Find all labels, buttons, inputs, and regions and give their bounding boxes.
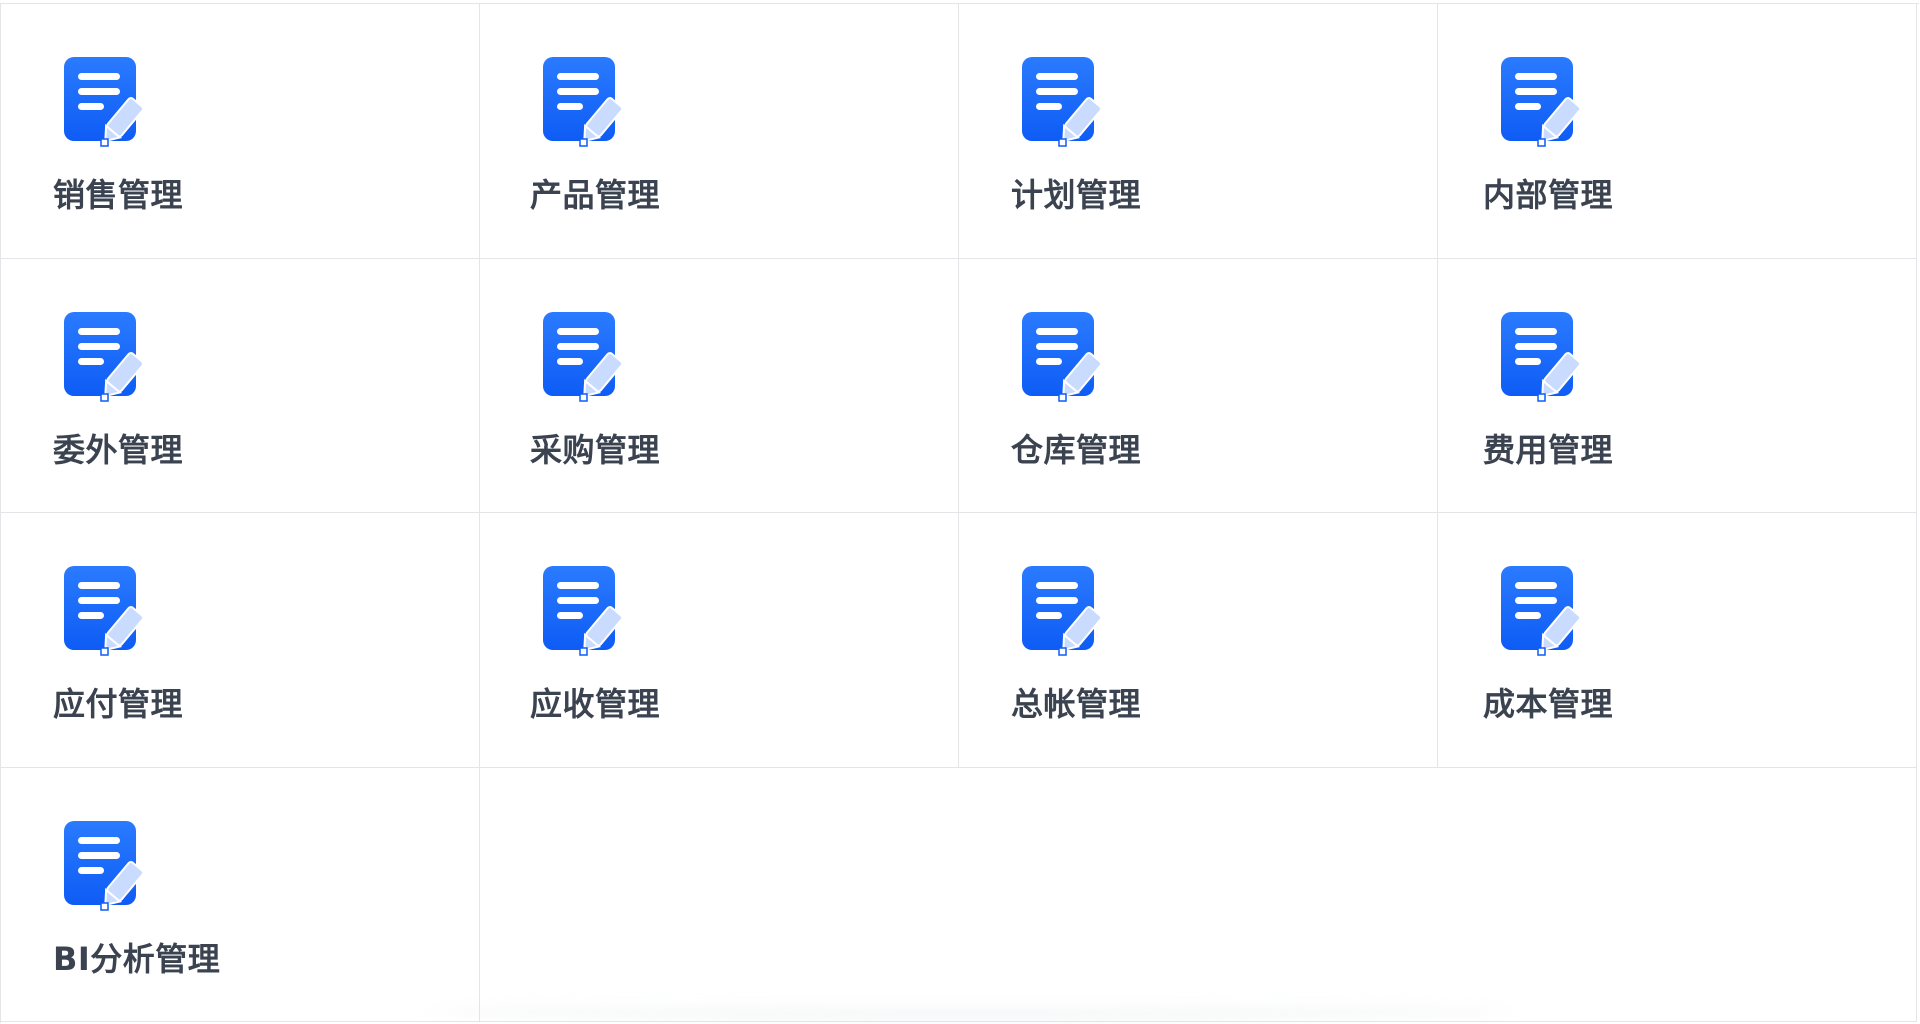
module-tile-payables[interactable]: 应付管理 xyxy=(1,513,480,768)
module-tile-cost[interactable]: 成本管理 xyxy=(1438,513,1917,768)
document-edit-icon xyxy=(1501,308,1581,404)
module-label: BI分析管理 xyxy=(53,940,221,978)
document-edit-icon xyxy=(543,562,623,658)
module-label: 内部管理 xyxy=(1483,176,1614,214)
empty-cell xyxy=(1438,768,1917,1022)
empty-cell xyxy=(480,768,959,1022)
module-label: 成本管理 xyxy=(1483,685,1614,723)
module-tile-general-ledger[interactable]: 总帐管理 xyxy=(959,513,1438,768)
module-label: 销售管理 xyxy=(53,176,184,214)
module-grid: 销售管理 产品管理 计划管理 内部管理 委外管理 采购管理 仓库管理 费用管 xyxy=(0,3,1919,1023)
module-tile-warehouse[interactable]: 仓库管理 xyxy=(959,259,1438,513)
module-tile-sales[interactable]: 销售管理 xyxy=(1,4,480,259)
module-label: 仓库管理 xyxy=(1011,431,1142,469)
document-edit-icon xyxy=(1022,308,1102,404)
module-tile-product[interactable]: 产品管理 xyxy=(480,4,959,259)
module-label: 产品管理 xyxy=(530,176,661,214)
document-edit-icon xyxy=(64,308,144,404)
module-tile-receivables[interactable]: 应收管理 xyxy=(480,513,959,768)
document-edit-icon xyxy=(1501,53,1581,149)
module-tile-outsourcing[interactable]: 委外管理 xyxy=(1,259,480,513)
document-edit-icon xyxy=(64,817,144,913)
document-edit-icon xyxy=(1022,562,1102,658)
module-tile-expense[interactable]: 费用管理 xyxy=(1438,259,1917,513)
document-edit-icon xyxy=(1022,53,1102,149)
document-edit-icon xyxy=(543,53,623,149)
module-label: 费用管理 xyxy=(1483,431,1614,469)
document-edit-icon xyxy=(64,562,144,658)
module-label: 总帐管理 xyxy=(1011,685,1142,723)
module-label: 采购管理 xyxy=(530,431,661,469)
module-label: 计划管理 xyxy=(1011,176,1142,214)
document-edit-icon xyxy=(1501,562,1581,658)
document-edit-icon xyxy=(64,53,144,149)
module-label: 应收管理 xyxy=(530,685,661,723)
module-tile-internal[interactable]: 内部管理 xyxy=(1438,4,1917,259)
module-tile-planning[interactable]: 计划管理 xyxy=(959,4,1438,259)
document-edit-icon xyxy=(543,308,623,404)
empty-cell xyxy=(959,768,1438,1022)
module-label: 委外管理 xyxy=(53,431,184,469)
module-tile-bi-analysis[interactable]: BI分析管理 xyxy=(1,768,480,1022)
module-label: 应付管理 xyxy=(53,685,184,723)
module-tile-purchasing[interactable]: 采购管理 xyxy=(480,259,959,513)
